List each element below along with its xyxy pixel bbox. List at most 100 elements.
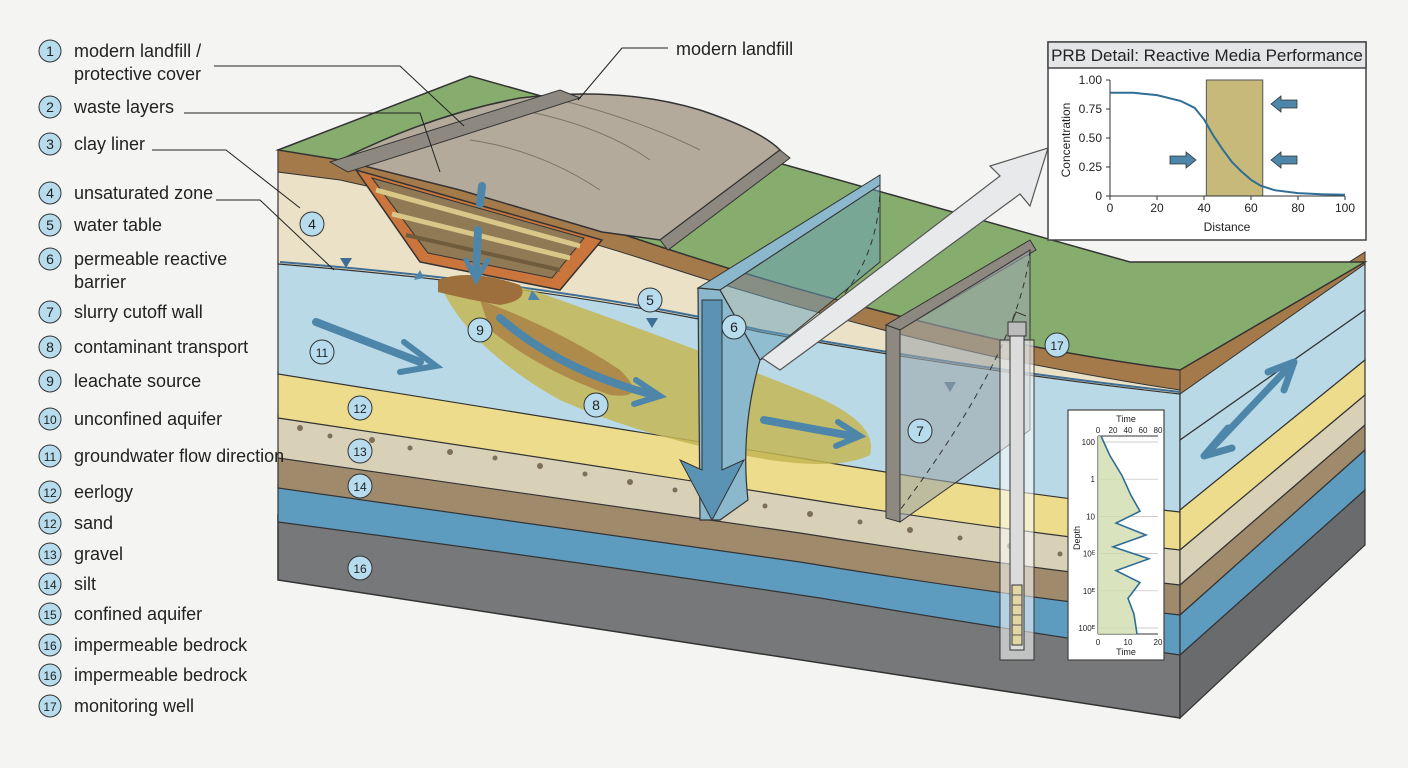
legend-number: 7 [46, 304, 54, 320]
well-log-y-tick-label: 100ᴱ [1078, 624, 1095, 633]
legend-number-badge [38, 572, 62, 596]
diagram-marker-badge [721, 314, 747, 340]
diagram-marker-number: 14 [353, 480, 367, 494]
legend-item: protective cover [74, 64, 201, 84]
diagram-marker-number: 17 [1050, 339, 1064, 353]
well-log-bottom-axis-label: Time [1116, 647, 1136, 657]
diagram-marker-badge [299, 211, 325, 237]
diagram-marker-badge [1044, 332, 1070, 358]
legend-number-badge [38, 369, 62, 393]
prb-chart-ylabel: Concentration [1059, 103, 1073, 178]
groundwater-flow-arrows [312, 182, 867, 449]
well-log-top-tick-label: 60 [1139, 426, 1148, 435]
prb-chart-title: PRB Detail: Reactive Media Performance [1051, 46, 1363, 65]
legend-number: 1 [46, 43, 54, 59]
legend-label: impermeable bedrock [74, 665, 248, 685]
legend-number: 9 [46, 373, 54, 389]
well-log-top-tick-label: 40 [1124, 426, 1133, 435]
legend-label: monitoring well [74, 696, 194, 716]
legend-label: groundwater flow direction [74, 446, 284, 466]
legend-label: protective cover [74, 64, 201, 84]
legend-number: 16 [43, 639, 57, 653]
well-log-y-tick-label: 10ᴱ [1083, 587, 1096, 596]
diagram-marker-badge [309, 339, 335, 365]
legend-label: silt [74, 574, 96, 594]
legend-number: 16 [43, 669, 57, 683]
legend-item: 12 sand [38, 511, 113, 535]
diagram-marker-badge [907, 418, 933, 444]
legend-label: unsaturated zone [74, 183, 213, 203]
legend-number-badge [38, 335, 62, 359]
legend-number: 12 [43, 486, 57, 500]
diagram-marker-badge [347, 395, 373, 421]
prb-detail-chart: PRB Detail: Reactive Media Performance D… [1047, 41, 1367, 241]
legend-number: 6 [46, 251, 54, 267]
well-log-y-tick-label: 1 [1091, 475, 1096, 484]
legend-number: 14 [43, 578, 57, 592]
prb-y-tick-label: 0 [1095, 189, 1102, 203]
prb-x-tick-label: 20 [1150, 201, 1164, 215]
block-side-face [1179, 251, 1366, 720]
legend-number-badge [38, 213, 62, 237]
legend-number-badge [38, 444, 62, 468]
prb-y-tick-label: 0.75 [1079, 102, 1103, 116]
legend-number-badge [38, 39, 62, 63]
leader-lines [152, 47, 668, 271]
legend-label: sand [74, 513, 113, 533]
legend-number-badge [38, 663, 62, 687]
well-log-bottom-tick-label: 20 [1154, 638, 1163, 647]
diagram-marker-number: 6 [730, 319, 738, 335]
diagram-marker-number: 16 [353, 562, 367, 576]
well-log-top-tick-label: 0 [1096, 426, 1101, 435]
diagram-marker-number: 7 [916, 423, 924, 439]
legend-item: 9 leachate source [38, 369, 201, 393]
legend-label: leachate source [74, 371, 201, 391]
legend-item: 1 modern landfill / [38, 39, 201, 63]
well-log-y-tick-label: 100 [1082, 438, 1096, 447]
legend-number: 10 [43, 413, 57, 427]
legend-number: 2 [46, 99, 54, 115]
diagram-marker-number: 11 [316, 346, 329, 360]
leachate-source [438, 275, 523, 305]
legend-label: eerlogy [74, 482, 133, 502]
prb-x-tick-label: 0 [1107, 201, 1114, 215]
legend-label: barrier [74, 272, 126, 292]
diagram-marker-badge [347, 438, 373, 464]
well-log-top-tick-label: 80 [1154, 426, 1163, 435]
prb-chart-xlabel: Distance [1204, 220, 1251, 234]
well-log-y-tick-label: 10ᴱ [1083, 550, 1096, 559]
well-log-ylabel: Depth [1072, 526, 1082, 550]
diagram-marker-number: 8 [592, 397, 600, 413]
legend-number-badge [38, 480, 62, 504]
prb-x-tick-label: 80 [1291, 201, 1305, 215]
legend-number: 13 [43, 548, 57, 562]
diagram-marker-badge [637, 287, 663, 313]
legend-label: contaminant transport [74, 337, 248, 357]
legend-label: permeable reactive [74, 249, 227, 269]
prb-flow-arrow-icon [1169, 151, 1197, 169]
legend-number: 4 [46, 185, 54, 201]
legend-number-badge [38, 407, 62, 431]
legend-number-badge [38, 300, 62, 324]
legend-item: 12 eerlogy [38, 480, 133, 504]
legend-number-badge [38, 542, 62, 566]
legend-item: 16 impermeable bedrock [38, 663, 248, 687]
well-log-bottom-tick-label: 10 [1124, 638, 1133, 647]
legend-number: 12 [43, 517, 57, 531]
diagram-marker-number: 5 [646, 292, 654, 308]
well-log-area [1098, 436, 1149, 634]
diagram-marker-number: 12 [353, 402, 367, 416]
legend-number: 17 [43, 700, 57, 714]
diagram-marker-badge [347, 555, 373, 581]
prb-y-tick-label: 0.25 [1079, 160, 1103, 174]
prb-flow-arrow-icon [1270, 95, 1298, 113]
legend-label: modern landfill / [74, 41, 201, 61]
